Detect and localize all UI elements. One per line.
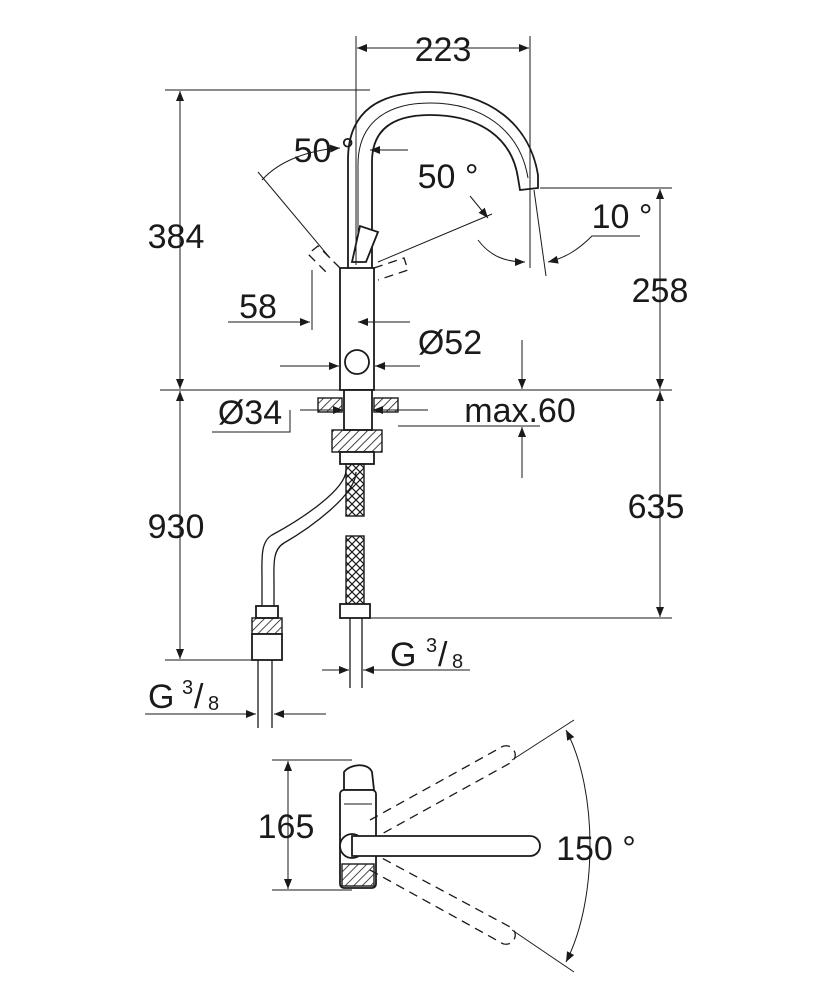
svg-text:G: G xyxy=(390,636,416,674)
top-spout xyxy=(351,835,541,857)
mount-shank xyxy=(343,389,373,431)
threaded-shank xyxy=(331,429,383,453)
dim-58: 58 xyxy=(239,288,277,326)
thread-label-left: G 3 / 8 xyxy=(148,677,219,716)
svg-text:/: / xyxy=(438,636,448,674)
dim-52: Ø52 xyxy=(418,324,482,362)
shank-nut xyxy=(339,451,375,465)
braided-hose-lower xyxy=(345,535,365,607)
dim-max60: max.60 xyxy=(464,392,576,430)
dimension-lines xyxy=(145,36,672,718)
svg-text:8: 8 xyxy=(208,693,219,715)
labels: 223 384 258 50 ° 50 ° 10 ° 58 Ø52 Ø34 ma… xyxy=(148,31,689,868)
side-view xyxy=(160,91,672,728)
hose-fitting-left-b xyxy=(251,617,283,635)
lever xyxy=(350,224,380,263)
braided-hose-upper xyxy=(345,463,365,517)
svg-text:3: 3 xyxy=(182,677,193,699)
thread-label-right: G 3 / 8 xyxy=(390,635,463,674)
lever-right-position xyxy=(373,257,409,281)
top-body-hatch xyxy=(341,863,375,887)
spout-center-line xyxy=(357,102,529,262)
svg-text:/: / xyxy=(194,678,204,716)
dim-635: 635 xyxy=(628,488,685,526)
dim-34: Ø34 xyxy=(218,394,282,432)
dim-165: 165 xyxy=(258,808,315,846)
dim-258: 258 xyxy=(632,272,689,310)
hose-fitting-left-c xyxy=(251,633,283,661)
hose-fitting-right xyxy=(339,603,371,619)
svg-text:8: 8 xyxy=(452,651,463,673)
dim-930: 930 xyxy=(148,508,205,546)
body-ring-icon xyxy=(344,349,370,375)
top-view xyxy=(272,719,591,973)
svg-text:3: 3 xyxy=(426,635,437,657)
dim-223: 223 xyxy=(415,31,472,69)
dim-50-left: 50 ° xyxy=(294,132,355,170)
dim-10: 10 ° xyxy=(592,198,653,236)
top-spout-swivel-right xyxy=(369,855,516,945)
top-lever-head xyxy=(343,764,376,791)
hose-fitting-left-a xyxy=(255,605,279,619)
dim-50-right: 50 ° xyxy=(418,158,479,196)
flex-hose-left xyxy=(261,469,347,606)
dim-150: 150 ° xyxy=(556,830,636,868)
dim-384: 384 xyxy=(148,218,205,256)
top-spout-swivel-left xyxy=(369,745,516,837)
svg-text:G: G xyxy=(148,678,174,716)
